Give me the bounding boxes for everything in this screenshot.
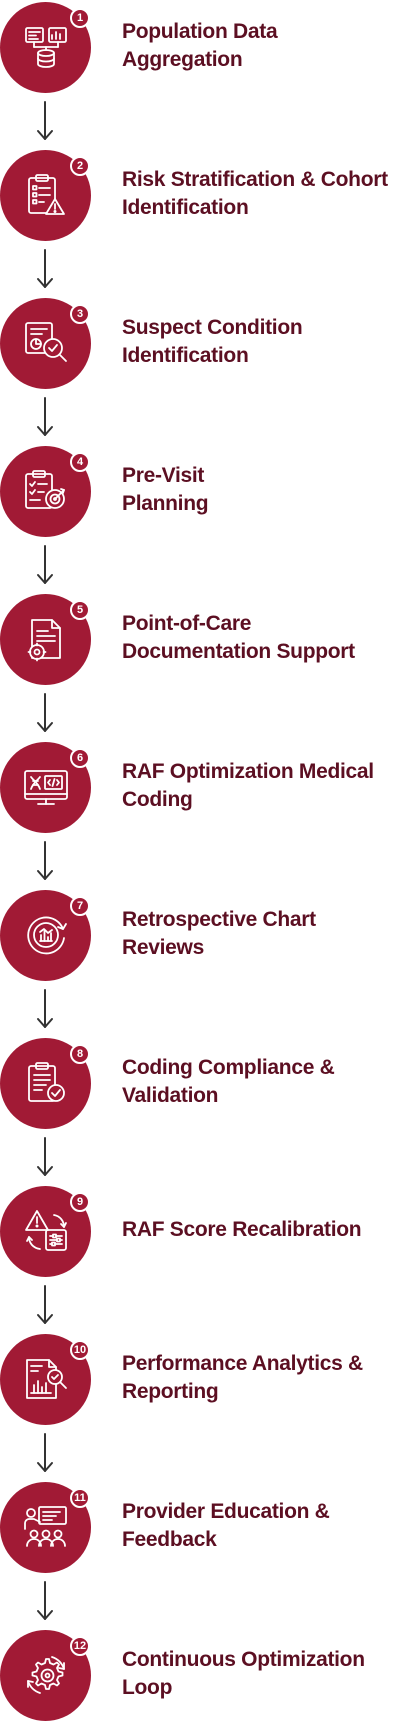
step-label: Performance Analytics &Reporting: [122, 1352, 363, 1403]
step-circle: 8: [0, 1038, 91, 1129]
step-circle: 3: [0, 298, 91, 389]
step-circle: 10: [0, 1334, 91, 1425]
report-magnifier-icon: [22, 319, 70, 367]
step-number-badge: 9: [70, 1192, 90, 1212]
step-circle: 7: [0, 890, 91, 981]
alert-sliders-icon: [22, 1207, 70, 1255]
step-number-badge: 6: [70, 748, 90, 768]
down-arrow-icon: [35, 840, 55, 882]
presentation-group-icon: [22, 1503, 70, 1551]
step-label: RAF Score Recalibration: [122, 1218, 362, 1241]
step-circle: 6: [0, 742, 91, 833]
step-number-badge: 12: [70, 1636, 90, 1656]
step-circle: 4: [0, 446, 91, 537]
step-number-badge: 5: [70, 600, 90, 620]
planning-board-target-icon: [22, 467, 70, 515]
down-arrow-icon: [35, 1432, 55, 1474]
step-number-badge: 3: [70, 304, 90, 324]
step-number-badge: 2: [70, 156, 90, 176]
down-arrow-icon: [35, 1284, 55, 1326]
monitor-code-icon: [22, 763, 70, 811]
step-8: 8 Coding Compliance &Validation: [0, 1038, 400, 1134]
down-arrow-icon: [35, 988, 55, 1030]
gear-cycle-icon: [22, 1651, 70, 1699]
step-label: Provider Education &Feedback: [122, 1500, 330, 1551]
down-arrow-icon: [35, 1136, 55, 1178]
down-arrow-icon: [35, 1580, 55, 1622]
step-number-badge: 10: [70, 1340, 90, 1360]
chart-review-cycle-icon: [22, 911, 70, 959]
step-number-badge: 4: [70, 452, 90, 472]
document-gear-icon: [22, 615, 70, 663]
down-arrow-icon: [35, 692, 55, 734]
step-number-badge: 7: [70, 896, 90, 916]
down-arrow-icon: [35, 100, 55, 142]
down-arrow-icon: [35, 544, 55, 586]
analytics-report-icon: [22, 1355, 70, 1403]
step-circle: 11: [0, 1482, 91, 1573]
step-10: 10 Performance Analytics &Reporting: [0, 1334, 400, 1430]
down-arrow-icon: [35, 396, 55, 438]
down-arrow-icon: [35, 248, 55, 290]
step-circle: 9: [0, 1186, 91, 1277]
clipboard-check-icon: [22, 1059, 70, 1107]
step-11: 11 Provider Education &Feedback: [0, 1482, 400, 1578]
step-number-badge: 8: [70, 1044, 90, 1064]
step-circle: 5: [0, 594, 91, 685]
step-9: 9 RAF Score Recalibration: [0, 1186, 400, 1282]
step-circle: 12: [0, 1630, 91, 1721]
database-dashboard-icon: [22, 23, 70, 71]
step-number-badge: 11: [70, 1488, 90, 1508]
clipboard-warning-icon: [22, 171, 70, 219]
step-label: Coding Compliance &Validation: [122, 1056, 335, 1107]
step-circle: 2: [0, 150, 91, 241]
step-circle: 1: [0, 2, 91, 93]
step-number-badge: 1: [70, 8, 90, 28]
